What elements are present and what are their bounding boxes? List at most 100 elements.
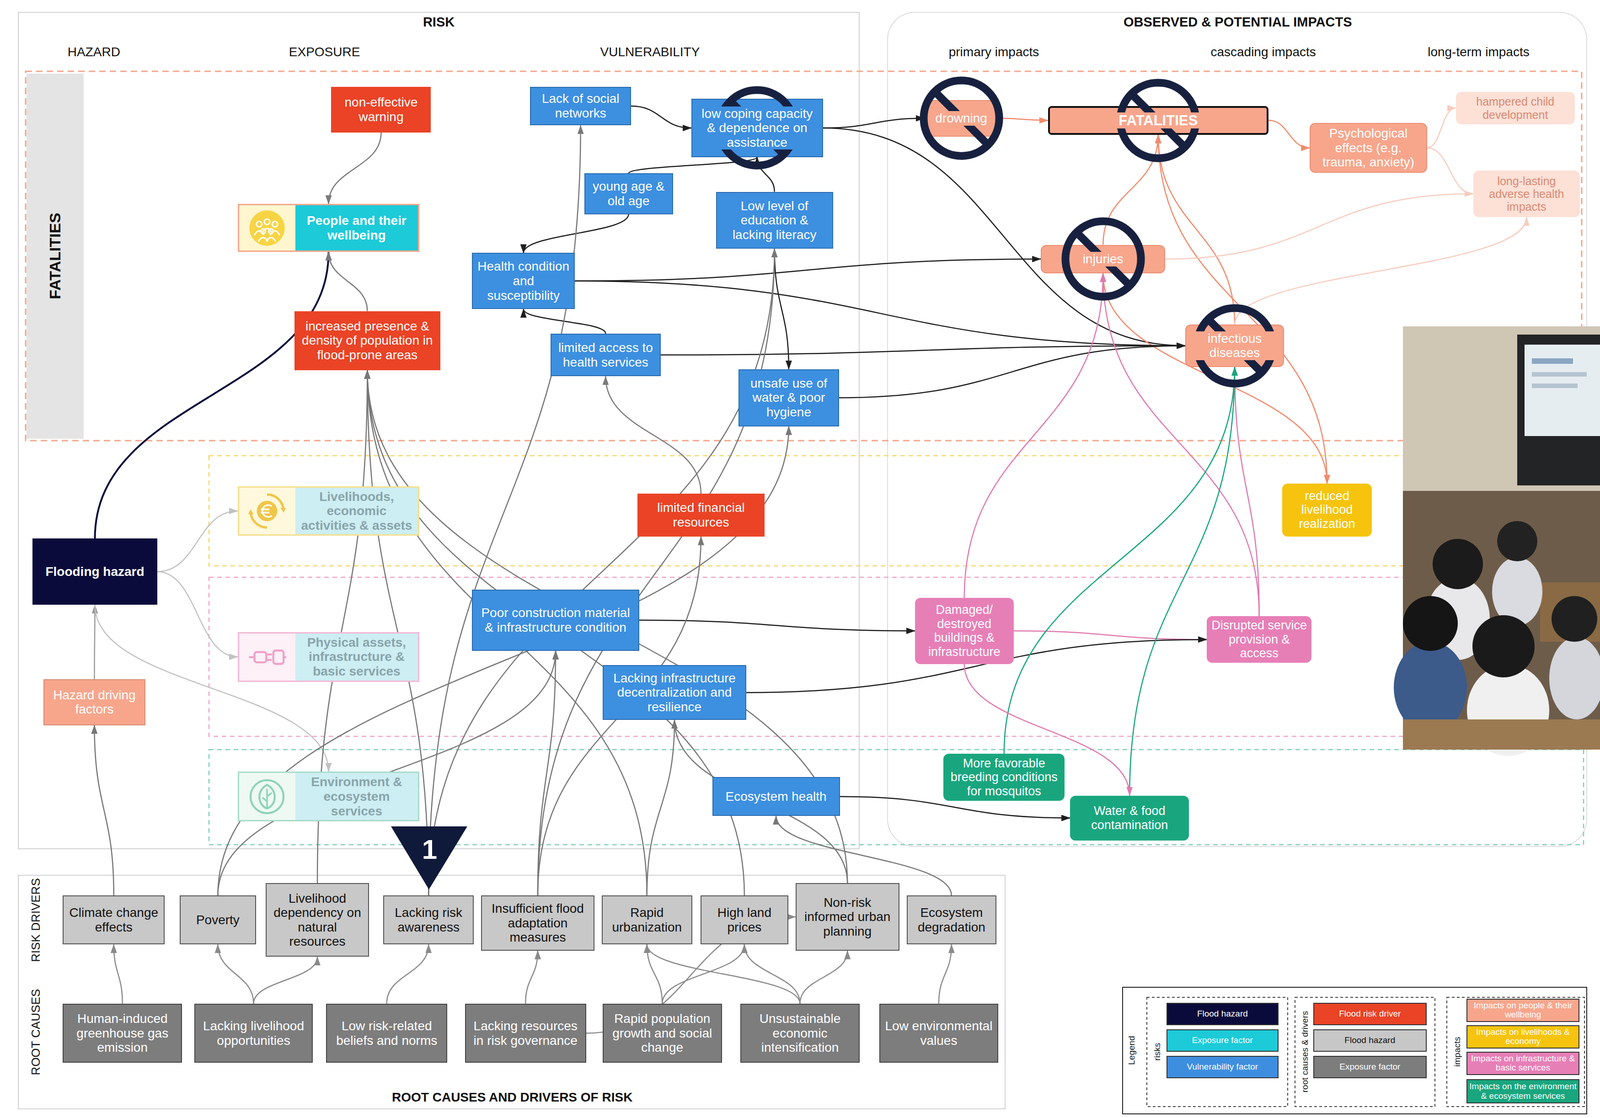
- column-heading: primary impacts: [948, 44, 1040, 59]
- node-label: Disrupted service provision & access: [1211, 618, 1307, 661]
- connector-arrow: [328, 251, 368, 311]
- icon-shape: [249, 654, 273, 661]
- connector-arrow: [574, 259, 1041, 282]
- exposure-icon: [239, 205, 296, 251]
- column-heading: cascading impacts: [1210, 44, 1316, 59]
- node-label: Poor construction material & infrastruct…: [477, 605, 634, 635]
- vulnerability-box: Health condition and susceptibility: [471, 252, 575, 310]
- exposure-icon: [239, 633, 296, 681]
- section-heading: ROOT CAUSES AND DRIVERS OF RISK: [391, 1091, 633, 1106]
- legend-swatch: Flood hazard: [1313, 1029, 1427, 1053]
- connector-arrow: [253, 957, 318, 1005]
- node-label: Psychological effects (e.g. trauma, anxi…: [1315, 126, 1422, 170]
- root-cause-box: Lacking resources in risk governance: [465, 1004, 587, 1064]
- legend-text: Flood hazard: [1197, 1009, 1248, 1020]
- node-label: Ecosystem health: [725, 789, 827, 805]
- connector-arrow: [217, 651, 556, 897]
- connector-arrow: [386, 944, 429, 1004]
- connector-arrow: [647, 944, 801, 1004]
- legend-text: Exposure factor: [1339, 1062, 1401, 1073]
- connector-arrow: [1427, 148, 1474, 194]
- photo-student: [1549, 637, 1600, 720]
- photo-desk: [1402, 719, 1600, 750]
- hazard-driver-box: Hazard driving factors: [43, 679, 146, 726]
- connector-arrow: [674, 720, 848, 884]
- node-label: Insufficient flood adaptation measures: [486, 901, 589, 946]
- photo-screen: [1524, 344, 1600, 437]
- risk-driver-box: increased presence & density of populati…: [294, 311, 440, 371]
- vulnerability-box: Lack of social networks: [529, 86, 632, 126]
- risk-driver-box: Livelihood dependency on natural resourc…: [265, 883, 369, 958]
- risk-frame: [18, 12, 860, 850]
- node-label: hampered child development: [1460, 95, 1571, 122]
- node-label: Water & food contamination: [1074, 804, 1185, 833]
- photo-desk: [1540, 582, 1600, 643]
- connector-arrow: [799, 951, 848, 1005]
- node-label: FATALITIES: [1115, 112, 1201, 129]
- photo-screen-detail: [1531, 372, 1587, 377]
- exposure-icon-graphic: [247, 491, 287, 531]
- connector-arrow: [157, 511, 238, 573]
- connector-arrow: [95, 251, 329, 539]
- connector-arrow: [523, 309, 606, 334]
- row-heading: RISK DRIVERS: [29, 878, 43, 963]
- legend-swatch: Vulnerability factor: [1166, 1056, 1279, 1079]
- no-symbol-ring: [1065, 221, 1141, 297]
- column-heading: HAZARD: [67, 44, 121, 59]
- connector-arrow: [574, 281, 1186, 347]
- exposure-box: Physical assets, infrastructure & basic …: [237, 632, 420, 683]
- photo-student: [1432, 539, 1483, 590]
- vulnerability-box: young age & old age: [584, 173, 674, 215]
- connector-arrow: [1102, 273, 1328, 484]
- icon-shape: [250, 780, 284, 814]
- connector-arrow: [94, 725, 114, 897]
- risk-driver-box: Rapid urbanization: [601, 895, 693, 945]
- callout-number: 1: [422, 834, 438, 866]
- legend-frame: [1122, 987, 1587, 1115]
- connector-arrow: [823, 118, 925, 129]
- legend-swatch: Exposure factor: [1166, 1029, 1279, 1053]
- node-label: Low level of education & lacking literac…: [721, 198, 828, 243]
- environment-impact-box: Water & food contamination: [1070, 796, 1189, 841]
- impact-box: injuries: [1040, 245, 1166, 274]
- connector-arrow: [774, 248, 789, 370]
- connector-arrow: [537, 651, 556, 897]
- connector-arrow: [113, 944, 123, 1004]
- connector-arrow: [605, 376, 702, 494]
- connector-arrow: [631, 106, 692, 129]
- connector-arrow: [744, 944, 801, 1004]
- impact-box: infectious diseases: [1185, 324, 1285, 368]
- node-label: Health condition and susceptibility: [477, 259, 570, 303]
- connector-arrow: [839, 345, 1186, 398]
- connector-arrow: [1234, 217, 1527, 325]
- fatalities-band: [25, 71, 1582, 441]
- connector-arrow: [1234, 367, 1260, 617]
- connector-arrow: [157, 572, 238, 658]
- node-label: High land prices: [706, 905, 783, 935]
- legend-text: Impacts on the environment & ecosystem s…: [1469, 1082, 1578, 1102]
- node-label: non-effective warning: [335, 95, 427, 124]
- legend-heading: root causes & drivers: [1300, 1011, 1311, 1093]
- risk-driver-box: Non-risk informed urban planning: [795, 883, 900, 951]
- legend-group-frame: [1446, 997, 1585, 1108]
- legend-swatch: Exposure factor: [1313, 1056, 1427, 1079]
- section-band: FATALITIES: [26, 73, 84, 439]
- root-cause-box: Low risk-related beliefs and norms: [326, 1004, 448, 1064]
- node-label: Human-induced greenhouse gas emission: [68, 1011, 177, 1056]
- node-label: Livelihoods, economic activities & asset…: [295, 487, 418, 536]
- node-label: More favorable breeding conditions for m…: [947, 756, 1060, 799]
- root-cause-box: Low environmental values: [879, 1004, 999, 1064]
- node-label: increased presence & density of populati…: [299, 319, 436, 363]
- photo-student: [1472, 615, 1535, 678]
- exposure-icon: [239, 487, 296, 536]
- node-label: limited financial resources: [642, 500, 760, 530]
- infrastructure-impact-box: Disrupted service provision & access: [1206, 616, 1312, 664]
- livelihood-band: [208, 455, 1587, 567]
- icon-shape: [264, 219, 270, 225]
- icon-shape: [254, 652, 267, 663]
- node-label: Lacking infrastructure decentralization …: [608, 671, 741, 715]
- impact-box: drowning: [924, 100, 999, 137]
- column-heading: VULNERABILITY: [600, 44, 701, 59]
